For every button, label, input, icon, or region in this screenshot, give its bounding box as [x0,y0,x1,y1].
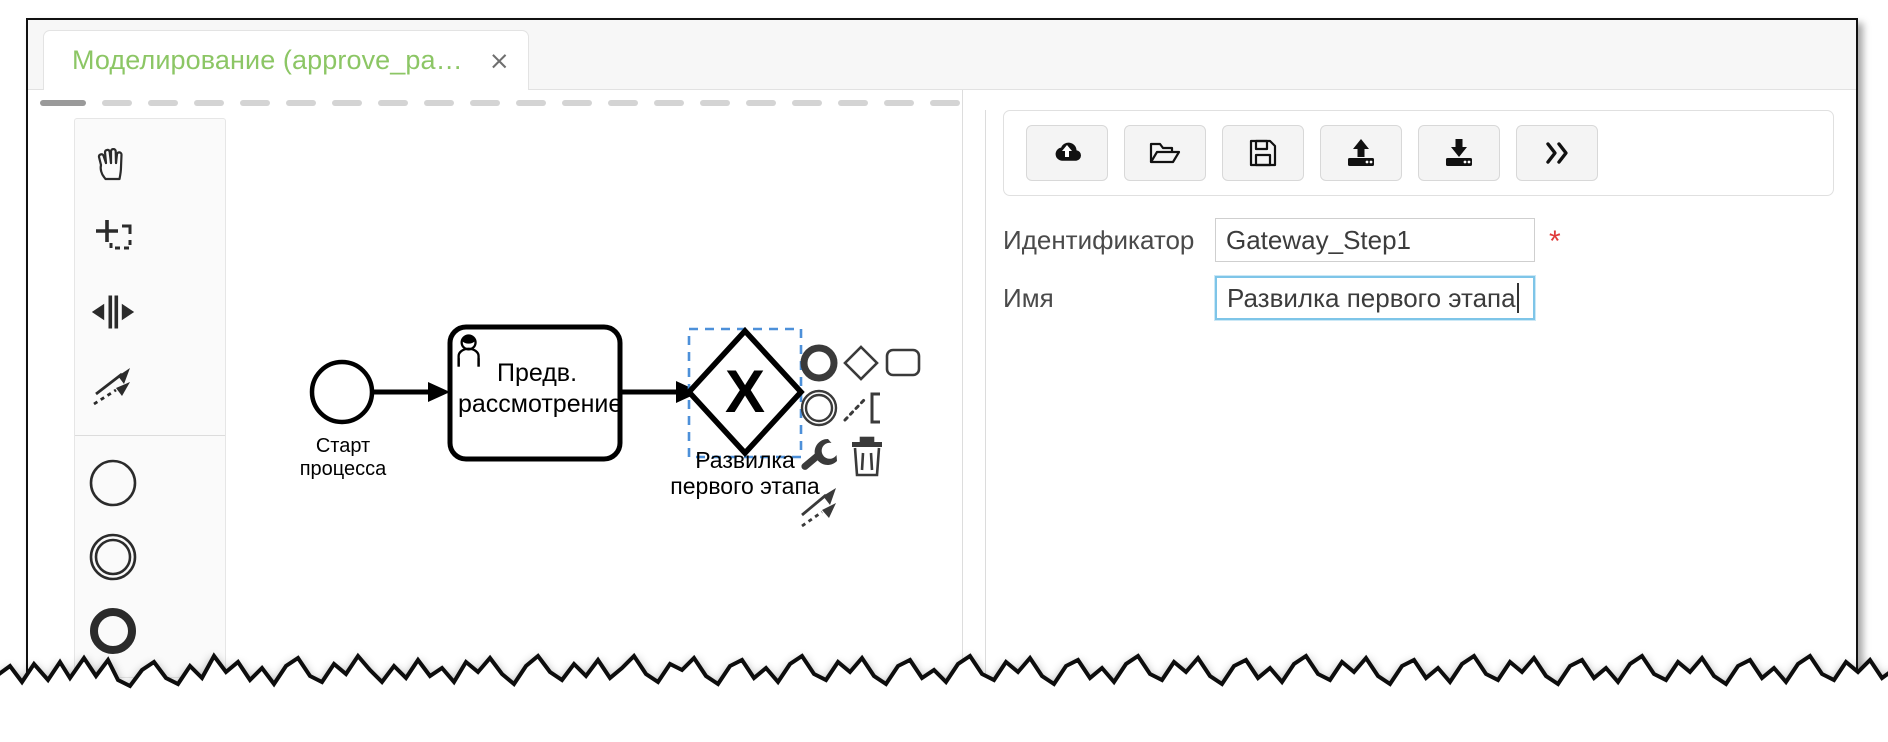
panel-container-outline [985,110,1834,718]
gateway-label: Развилка первого этапа [660,447,830,500]
application-window: Моделирование (approve_pa… × [26,18,1858,718]
start-event-label: Старт процесса [299,435,387,480]
context-pad [798,342,958,552]
intermediate-event-double-circle-icon [87,531,139,583]
diagram-gateway: X [685,326,805,458]
context-pad-delete-element[interactable] [848,436,886,483]
start-event-circle-icon [87,457,139,509]
connect-arrow-icon [798,488,844,535]
context-pad-connect[interactable] [798,485,844,536]
workspace: X Старт процесса Предв. рассмотрение [28,90,1856,718]
folder-open-icon [1148,139,1182,167]
gateway-label-line1: Развилка [695,447,795,473]
context-pad-append-intermediate-event[interactable] [798,387,840,434]
palette-space-tool[interactable] [75,275,151,349]
name-input-value: Развилка первого этапа [1227,282,1516,313]
task-rounded-rect-icon [882,348,924,386]
wrench-icon [798,438,842,483]
save-button[interactable] [1222,125,1304,181]
name-input[interactable]: Развилка первого этапа [1215,276,1535,320]
context-pad-append-end-event[interactable] [798,342,840,389]
name-label: Имя [1003,282,1054,313]
palette-lasso-tool[interactable] [75,201,151,275]
palette-hand-tool[interactable] [75,127,151,201]
properties-panel: Идентификатор Gateway_Step1 * Имя Развил… [963,90,1856,718]
hand-icon [93,143,133,185]
context-pad-append-text-annotation[interactable] [842,388,886,433]
end-event-thick-circle-icon [87,605,139,657]
field-row-identifier: Идентификатор Gateway_Step1 * [1003,218,1840,262]
palette-end-event[interactable] [75,594,151,668]
user-task-label-line2: рассмотрение [458,390,623,419]
sequence-flow-1 [373,382,450,402]
deploy-button[interactable] [1026,125,1108,181]
trash-icon [848,436,886,482]
tab-modeling[interactable]: Моделирование (approve_pa… × [43,30,529,90]
context-pad-change-type[interactable] [798,437,842,484]
end-event-thick-circle-icon [798,344,840,388]
gateway-diamond-icon [840,345,882,388]
upload-server-icon [1345,138,1377,168]
tab-title: Моделирование (approve_pa… [72,45,463,75]
space-tool-icon [90,292,136,332]
lasso-select-icon [91,216,135,260]
identifier-input-value: Gateway_Step1 [1226,224,1412,255]
intermediate-event-double-circle-icon [798,389,840,433]
floppy-save-icon [1249,139,1277,167]
identifier-label: Идентификатор [1003,224,1195,255]
text-annotation-icon [842,392,886,432]
element-properties-form: Идентификатор Gateway_Step1 * Имя Развил… [1003,218,1840,334]
download-server-icon [1443,138,1475,168]
tab-bar: Моделирование (approve_pa… × [28,20,1856,90]
bpmn-diagram[interactable]: X Старт процесса Предв. рассмотрение [28,90,962,718]
close-icon[interactable]: × [488,46,510,75]
gateway-label-line2: первого этапа [670,473,820,500]
upload-to-server-button[interactable] [1320,125,1402,181]
canvas-ruler [40,100,960,106]
user-task-label-line1: Предв. [496,359,578,387]
context-pad-append-gateway[interactable] [840,342,882,389]
identifier-required-marker: * [1549,225,1561,258]
field-row-name: Имя Развилка первого этапа [1003,276,1840,320]
identifier-input[interactable]: Gateway_Step1 [1215,218,1535,262]
user-task-label: Предв. рассмотрение [458,358,623,421]
bpmn-canvas[interactable]: X Старт процесса Предв. рассмотрение [28,90,963,718]
svg-text:X: X [725,358,765,425]
code-brackets-icon [1542,139,1572,167]
diagram-start-event [309,359,375,425]
global-connect-icon [90,364,136,408]
palette-start-event[interactable] [75,446,151,520]
palette-intermediate-event[interactable] [75,520,151,594]
cloud-upload-icon [1050,139,1084,167]
text-cursor [1516,283,1519,313]
palette-global-connect-tool[interactable] [75,349,151,423]
download-from-server-button[interactable] [1418,125,1500,181]
palette-tools-group [75,127,225,423]
context-pad-append-task[interactable] [882,344,924,387]
properties-toolbar [1003,110,1834,196]
open-file-button[interactable] [1124,125,1206,181]
more-actions-button[interactable] [1516,125,1598,181]
